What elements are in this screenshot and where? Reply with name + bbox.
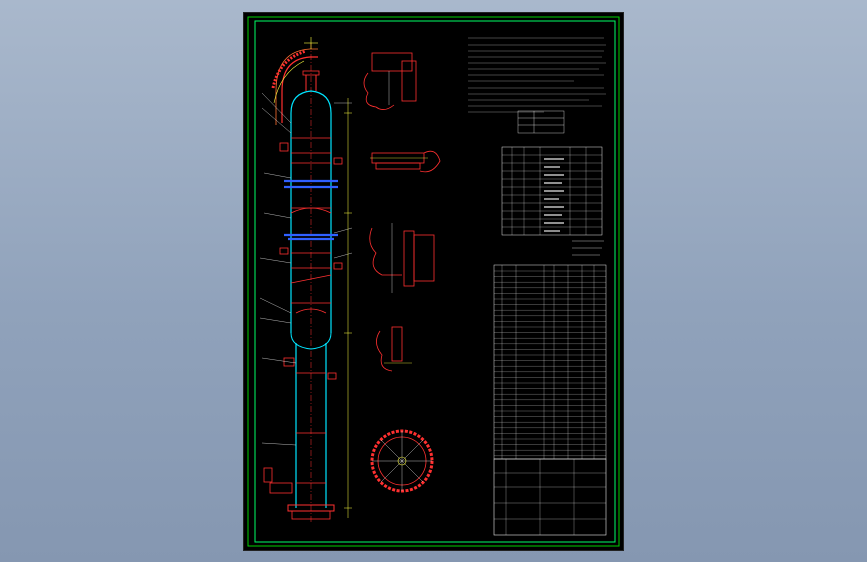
inner-frame [254,20,616,543]
outer-frame [247,16,620,547]
column-drawing-icon [259,37,353,523]
parts-list-table [493,264,607,460]
drawing-sheet[interactable] [244,13,623,550]
technical-notes [468,37,606,113]
title-block [493,458,607,536]
cad-drawing [247,16,620,547]
tray-section-icon [370,429,434,493]
small-table [517,110,565,134]
nozzle-detail-icon [363,52,441,372]
nozzle-table [501,146,603,236]
